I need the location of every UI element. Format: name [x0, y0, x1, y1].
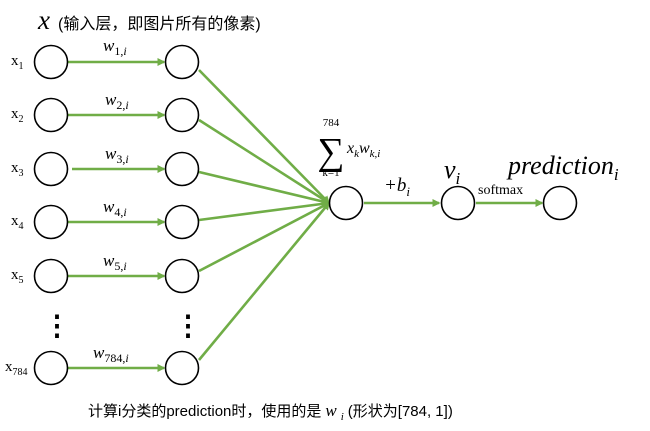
sum-upper-limit: 784 — [323, 117, 340, 129]
input-label-5: x5 — [11, 267, 24, 286]
summation-formula: 784 ∑ k=1 xkwk,i — [317, 117, 380, 179]
weight-ellipsis: ⋮ — [174, 311, 202, 342]
bias-label: +bi — [384, 175, 410, 199]
input-node-1 — [33, 44, 69, 80]
sum-lower-limit: k=1 — [322, 167, 339, 179]
input-label-3: x3 — [11, 160, 24, 179]
input-node-2 — [33, 97, 69, 133]
input-node-3 — [33, 151, 69, 187]
weight-label-784: w784,i — [93, 343, 129, 365]
sum-term: xkwk,i — [346, 140, 380, 160]
v-label: vi — [444, 155, 461, 188]
weight-node-5 — [164, 258, 200, 294]
weight-nodes — [164, 44, 200, 386]
input-nodes — [33, 44, 69, 386]
input-labels: x1 x2 x3 x4 x5 x784 — [5, 53, 28, 378]
weight-label-1: w1,i — [103, 36, 127, 58]
weight-node-1 — [164, 44, 200, 80]
diagram-title: x (输入层，即图片所有的像素) — [37, 5, 261, 35]
weight-label-4: w4,i — [103, 197, 127, 219]
sum-arrows — [197, 69, 331, 361]
softmax-label: softmax — [478, 183, 523, 198]
input-label-784: x784 — [5, 359, 28, 378]
diagram-caption: 计算i分类的prediction时，使用的是 w i (形状为[784, 1]) — [88, 401, 453, 424]
weight-node-2 — [164, 97, 200, 133]
arrow-w784-sum — [197, 201, 331, 361]
input-label-4: x4 — [11, 213, 24, 232]
input-arrows — [68, 58, 166, 372]
input-ellipsis: ⋮ — [43, 311, 71, 342]
arrow-w1-sum — [198, 69, 331, 205]
arrow-w5-sum — [198, 201, 331, 273]
weight-label-2: w2,i — [105, 90, 129, 112]
prediction-node — [542, 185, 578, 221]
input-node-784 — [33, 350, 69, 386]
weight-node-3 — [164, 151, 200, 187]
arrow-w2-sum — [198, 118, 331, 205]
weight-node-784 — [164, 350, 200, 386]
input-label-2: x2 — [11, 106, 24, 125]
weight-labels: w1,i w2,i w3,i w4,i w5,i w784,i — [93, 36, 129, 365]
weight-label-3: w3,i — [105, 144, 129, 166]
v-node — [440, 185, 476, 221]
weight-node-4 — [164, 204, 200, 240]
input-node-4 — [33, 204, 69, 240]
input-node-5 — [33, 258, 69, 294]
arrow-w4-sum — [198, 199, 331, 222]
input-label-1: x1 — [11, 53, 24, 72]
prediction-label: predictioni — [506, 151, 619, 184]
sum-node — [328, 185, 364, 221]
sigma-symbol: ∑ — [317, 131, 344, 173]
arrow-w3-sum — [198, 170, 331, 206]
weight-label-5: w5,i — [103, 251, 127, 273]
